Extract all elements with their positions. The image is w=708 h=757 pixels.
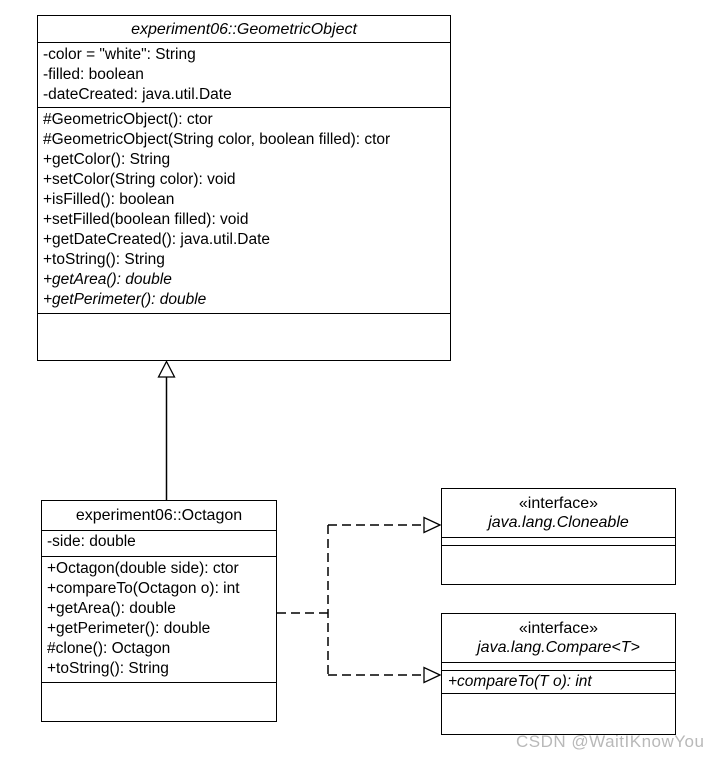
class-title-octagon: experiment06::Octagon	[42, 501, 276, 530]
method-row: +toString(): String	[43, 251, 165, 268]
class-box-geometric-object: experiment06::GeometricObject -color = "…	[37, 15, 451, 361]
attributes-compartment: -side: double	[42, 530, 276, 556]
method-row: +Octagon(double side): ctor	[47, 560, 239, 577]
stereotype-label: «interface»	[518, 495, 599, 512]
method-row: +getArea(): double	[47, 600, 176, 617]
stereotype-label: «interface»	[518, 620, 599, 637]
empty-compartment	[38, 313, 450, 360]
empty-attributes-compartment	[442, 662, 675, 670]
methods-compartment: +Octagon(double side): ctor +compareTo(O…	[42, 556, 276, 682]
method-row: +getColor(): String	[43, 151, 171, 168]
attribute-row: -color = "white": String	[43, 46, 196, 63]
method-row: +getPerimeter(): double	[47, 620, 211, 637]
method-row: +compareTo(Octagon o): int	[47, 580, 240, 597]
interface-name-label: java.lang.Compare<T>	[477, 639, 640, 656]
generalization-arrowhead-icon	[157, 360, 176, 378]
empty-compartment	[42, 682, 276, 721]
interface-box-compare: «interface» java.lang.Compare<T> +compar…	[441, 613, 676, 735]
realization-cloneable-arrowhead-icon	[423, 516, 442, 534]
realization-compare-arrowhead-icon	[423, 666, 442, 684]
interface-title-cloneable: «interface» java.lang.Cloneable	[442, 489, 675, 537]
method-row: +toString(): String	[47, 660, 169, 677]
csdn-watermark: CSDN @WaitIKnowYou	[516, 732, 705, 751]
attribute-row: -side: double	[47, 533, 136, 550]
attribute-row: -filled: boolean	[43, 66, 144, 83]
attribute-row: -dateCreated: java.util.Date	[43, 86, 232, 103]
class-title-geometric-object: experiment06::GeometricObject	[38, 16, 450, 42]
method-row: +isFilled(): boolean	[43, 191, 175, 208]
methods-compartment: #GeometricObject(): ctor #GeometricObjec…	[38, 107, 450, 313]
method-row: +setColor(String color): void	[43, 171, 236, 188]
method-row: #clone(): Octagon	[47, 640, 171, 657]
empty-attributes-compartment	[442, 537, 675, 545]
interface-title-compare: «interface» java.lang.Compare<T>	[442, 614, 675, 662]
abstract-method-row: +getArea(): double	[43, 271, 172, 288]
method-row: #GeometricObject(String color, boolean f…	[43, 131, 391, 148]
empty-methods-compartment	[442, 545, 675, 584]
attributes-compartment: -color = "white": String -filled: boolea…	[38, 42, 450, 107]
abstract-method-row: +getPerimeter(): double	[43, 291, 207, 308]
method-row: +getDateCreated(): java.util.Date	[43, 231, 271, 248]
class-box-octagon: experiment06::Octagon -side: double +Oct…	[41, 500, 277, 722]
method-row: #GeometricObject(): ctor	[43, 111, 213, 128]
abstract-method-row: +compareTo(T o): int	[448, 673, 592, 690]
methods-compartment: +compareTo(T o): int	[442, 670, 675, 693]
interface-box-cloneable: «interface» java.lang.Cloneable	[441, 488, 676, 585]
class-name-label: experiment06::GeometricObject	[131, 20, 357, 38]
method-row: +setFilled(boolean filled): void	[43, 211, 249, 228]
empty-compartment	[442, 693, 675, 734]
class-name-label: experiment06::Octagon	[75, 507, 243, 524]
interface-name-label: java.lang.Cloneable	[488, 514, 629, 531]
